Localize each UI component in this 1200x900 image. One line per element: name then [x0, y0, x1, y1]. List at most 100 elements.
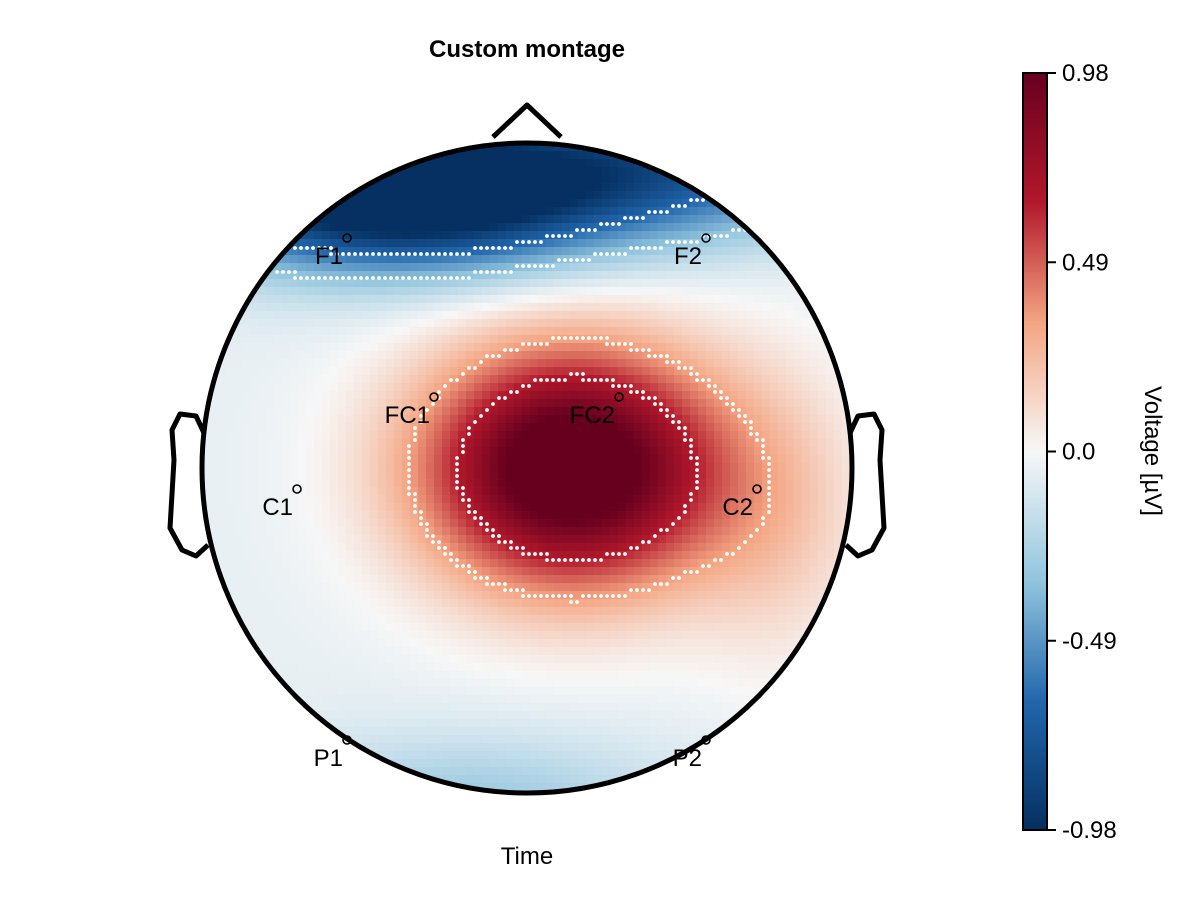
heatmap-cell: [682, 591, 691, 600]
heatmap-cell: [650, 639, 659, 648]
heatmap-cell: [482, 207, 491, 216]
heatmap-cell: [690, 455, 699, 464]
heatmap-cell: [250, 463, 259, 472]
heatmap-cell: [338, 207, 347, 216]
heatmap-cell: [658, 663, 667, 672]
heatmap-cell: [490, 583, 499, 592]
heatmap-cell: [834, 399, 843, 408]
heatmap-cell: [522, 471, 531, 480]
heatmap-cell: [786, 391, 795, 400]
heatmap-cell: [610, 351, 619, 360]
heatmap-cell: [538, 535, 547, 544]
heatmap-cell: [714, 215, 723, 224]
heatmap-cell: [802, 487, 811, 496]
heatmap-cell: [658, 575, 667, 584]
heatmap-cell: [570, 231, 579, 240]
heatmap-cell: [714, 343, 723, 352]
heatmap-cell: [522, 263, 531, 272]
heatmap-cell: [426, 543, 435, 552]
heatmap-cell: [586, 183, 595, 192]
heatmap-cell: [226, 479, 235, 488]
heatmap-cell: [618, 263, 627, 272]
heatmap-cell: [674, 335, 683, 344]
heatmap-cell: [578, 431, 587, 440]
heatmap-cell: [282, 367, 291, 376]
heatmap-cell: [474, 175, 483, 184]
heatmap-cell: [722, 543, 731, 552]
heatmap-cell: [602, 391, 611, 400]
heatmap-cell: [666, 359, 675, 368]
heatmap-cell: [802, 359, 811, 368]
heatmap-cell: [578, 311, 587, 320]
heatmap-cell: [394, 711, 403, 720]
heatmap-cell: [306, 607, 315, 616]
heatmap-cell: [546, 143, 555, 152]
heatmap-cell: [426, 551, 435, 560]
heatmap-cell: [362, 575, 371, 584]
heatmap-cell: [770, 263, 779, 272]
heatmap-cell: [754, 607, 763, 616]
heatmap-cell: [530, 575, 539, 584]
heatmap-cell: [314, 671, 323, 680]
heatmap-cell: [402, 359, 411, 368]
heatmap-cell: [706, 687, 715, 696]
heatmap-cell: [714, 255, 723, 264]
heatmap-cell: [626, 327, 635, 336]
heatmap-cell: [474, 391, 483, 400]
heatmap-cell: [794, 487, 803, 496]
heatmap-cell: [338, 303, 347, 312]
heatmap-cell: [674, 183, 683, 192]
heatmap-cell: [538, 151, 547, 160]
heatmap-cell: [498, 527, 507, 536]
heatmap-cell: [322, 255, 331, 264]
heatmap-cell: [714, 671, 723, 680]
heatmap-cell: [514, 335, 523, 344]
heatmap-cell: [386, 415, 395, 424]
heatmap-cell: [426, 223, 435, 232]
heatmap-cell: [418, 215, 427, 224]
heatmap-cell: [690, 679, 699, 688]
heatmap-cell: [786, 607, 795, 616]
heatmap-cell: [338, 407, 347, 416]
heatmap-cell: [762, 695, 771, 704]
heatmap-cell: [402, 223, 411, 232]
heatmap-cell: [834, 519, 843, 528]
heatmap-cell: [634, 623, 643, 632]
heatmap-cell: [538, 543, 547, 552]
heatmap-cell: [274, 431, 283, 440]
heatmap-cell: [298, 631, 307, 640]
heatmap-cell: [514, 279, 523, 288]
heatmap-cell: [642, 559, 651, 568]
heatmap-cell: [818, 447, 827, 456]
heatmap-cell: [586, 503, 595, 512]
heatmap-cell: [602, 695, 611, 704]
heatmap-cell: [346, 423, 355, 432]
heatmap-cell: [386, 711, 395, 720]
heatmap-cell: [234, 455, 243, 464]
heatmap-cell: [650, 343, 659, 352]
heatmap-cell: [426, 631, 435, 640]
heatmap-cell: [250, 623, 259, 632]
heatmap-cell: [602, 367, 611, 376]
heatmap-cell: [490, 575, 499, 584]
heatmap-cell: [282, 575, 291, 584]
heatmap-cell: [810, 367, 819, 376]
heatmap-cell: [418, 415, 427, 424]
heatmap-cell: [738, 367, 747, 376]
heatmap-cell: [282, 391, 291, 400]
heatmap-cell: [514, 167, 523, 176]
heatmap-cell: [714, 223, 723, 232]
heatmap-cell: [386, 591, 395, 600]
heatmap-cell: [314, 647, 323, 656]
heatmap-cell: [650, 671, 659, 680]
heatmap-cell: [322, 551, 331, 560]
heatmap-cell: [690, 575, 699, 584]
heatmap-cell: [714, 375, 723, 384]
heatmap-cell: [418, 287, 427, 296]
heatmap-cell: [370, 431, 379, 440]
heatmap-cell: [586, 191, 595, 200]
heatmap-cell: [274, 399, 283, 408]
heatmap-cell: [482, 175, 491, 184]
heatmap-cell: [330, 647, 339, 656]
heatmap-cell: [810, 423, 819, 432]
